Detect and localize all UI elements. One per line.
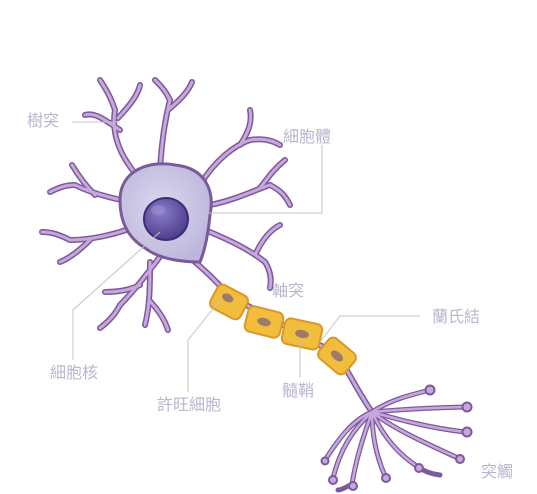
schwann-cell-2 (243, 305, 285, 339)
dendrites (39, 77, 293, 333)
dendrite-label: 樹突 (27, 111, 60, 130)
nucleus (143, 197, 189, 241)
myelin-segments (209, 283, 357, 376)
node-leader (319, 315, 420, 343)
myelin-sheath-label: 髓鞘 (282, 381, 315, 400)
terminal-bulbs (320, 384, 473, 491)
axon-terminal-label: 突觸 (481, 462, 514, 481)
schwann-cell-3 (280, 317, 324, 351)
leader-lines (72, 121, 420, 392)
schwann-cell-label: 許旺細胞 (157, 395, 222, 414)
nucleus-label: 細胞核 (50, 363, 99, 382)
nucleus-leader (72, 231, 161, 360)
schwann-leader (187, 299, 221, 392)
schwann-cell-4 (317, 336, 357, 376)
axon-terminals (320, 384, 473, 493)
schwann-cell-1 (209, 283, 249, 321)
cell-body-leader (208, 145, 323, 214)
cell-body-label: 細胞體 (283, 127, 332, 146)
axon-label: 軸突 (272, 281, 305, 300)
node-of-ranvier-label: 蘭氏結 (432, 307, 481, 326)
